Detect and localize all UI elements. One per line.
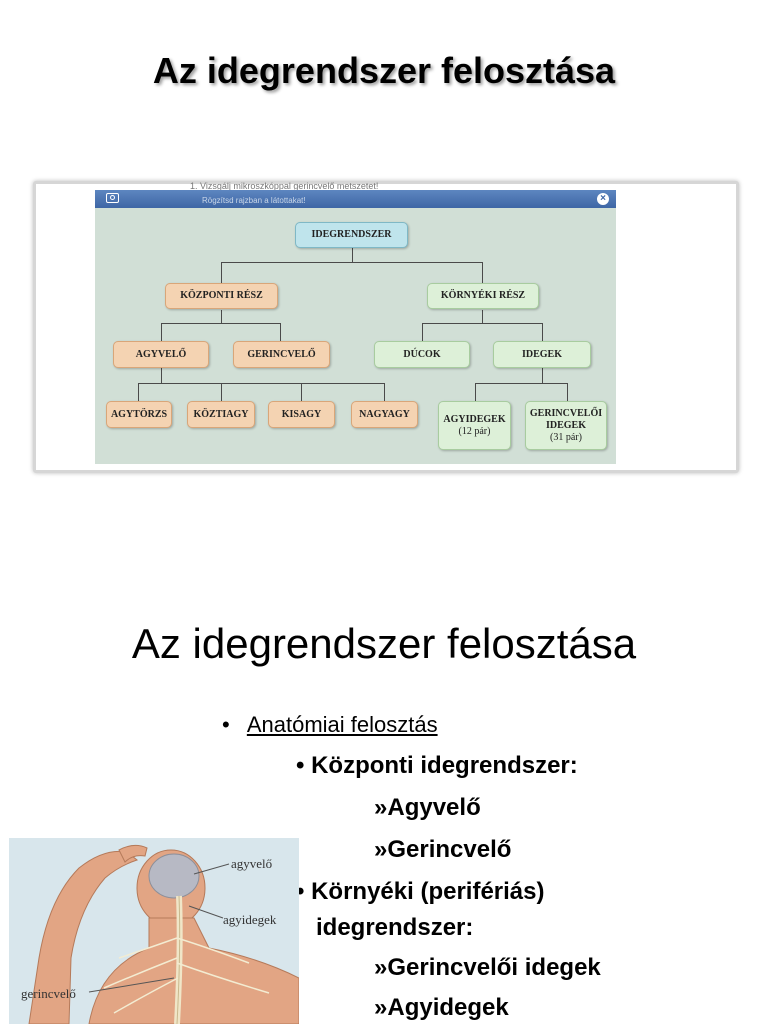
item-brain: »Agyvelő xyxy=(374,794,481,822)
node-spinal-cord: GERINCVELŐ xyxy=(233,341,330,368)
connector-line xyxy=(482,262,483,283)
connector-line xyxy=(475,383,476,401)
item-spinal-cord: »Gerincvelő xyxy=(374,836,511,864)
node-brain: AGYVELŐ xyxy=(113,341,209,368)
node-cranial-nerves-label: AGYIDEGEK xyxy=(443,413,506,425)
connector-line xyxy=(352,248,353,262)
node-spinal-nerves-label-2: IDEGEK xyxy=(545,419,586,431)
connector-line xyxy=(221,262,222,283)
node-diencephalon: KÖZTIAGY xyxy=(187,401,255,428)
node-peripheral-part: KÖRNYÉKI RÉSZ xyxy=(427,283,539,309)
faint-instruction-text-2: Rögzítsd rajzban a látottakat! xyxy=(202,196,306,205)
slide-title: Az idegrendszer felosztása xyxy=(152,50,616,91)
label-cranial-nerves: agyidegek xyxy=(223,912,277,927)
node-central-part: KÖZPONTI RÉSZ xyxy=(165,283,278,309)
item-spinal-nerves-text: Gerincvelői idegek xyxy=(387,954,601,981)
connector-line xyxy=(138,383,385,384)
node-spinal-nerves-count: (31 pár) xyxy=(550,431,582,443)
bullet-central-text: Központi idegrendszer: xyxy=(311,752,578,779)
connector-line xyxy=(482,310,483,323)
panel-title-bar: × xyxy=(95,190,616,208)
anatomy-illustration: agyvelő agyidegek gerincvelő xyxy=(9,838,299,1024)
connector-line xyxy=(280,323,281,341)
item-spinal-cord-text: Gerincvelő xyxy=(387,836,512,863)
connector-line xyxy=(221,310,222,323)
connector-line xyxy=(384,383,385,401)
connector-line xyxy=(422,323,543,324)
bullet-symbol: • xyxy=(296,878,305,905)
connector-line xyxy=(567,383,568,401)
close-icon[interactable]: × xyxy=(597,193,609,205)
node-cerebellum: KISAGY xyxy=(268,401,335,428)
item-brain-text: Agyvelő xyxy=(387,794,481,821)
human-figure-graphic xyxy=(28,844,299,1024)
item-cranial-nerves: »Agyidegek xyxy=(374,994,509,1022)
connector-line xyxy=(221,262,483,263)
node-cranial-nerves: AGYIDEGEK (12 pár) xyxy=(438,401,511,450)
node-cerebrum: NAGYAGY xyxy=(351,401,418,428)
bullet-symbol: • xyxy=(222,712,230,737)
bullet-symbol: • xyxy=(296,752,305,779)
node-ganglia: DÚCOK xyxy=(374,341,470,368)
item-cranial-nerves-text: Agyidegek xyxy=(387,994,509,1021)
sub-bullet-symbol: » xyxy=(374,994,388,1021)
connector-line xyxy=(475,383,568,384)
item-spinal-nerves: »Gerincvelői idegek xyxy=(374,954,601,982)
connector-line xyxy=(161,368,162,383)
bullet-anatomical: • Anatómiai felosztás xyxy=(222,712,438,738)
bullet-peripheral-cont: idegrendszer: xyxy=(316,914,474,941)
connector-line xyxy=(138,383,139,401)
sub-bullet-symbol: » xyxy=(374,954,388,981)
sub-bullet-symbol: » xyxy=(374,794,388,821)
connector-line xyxy=(422,323,423,341)
faint-instruction-text: 1. Vizsgálj mikroszkóppal gerincvelő met… xyxy=(190,181,379,191)
camera-icon[interactable] xyxy=(106,193,119,203)
connector-line xyxy=(161,323,162,341)
connector-line xyxy=(542,368,543,383)
connector-line xyxy=(301,383,302,401)
bullet-anatomical-text: Anatómiai felosztás xyxy=(246,712,438,737)
diagram-panel: × IDEGRENDSZER KÖZPONTI RÉSZ KÖRNYÉKI RÉ… xyxy=(95,190,616,464)
connector-line xyxy=(221,383,222,401)
label-spinal-cord: gerincvelő xyxy=(21,986,76,1001)
bullet-central: • Központi idegrendszer: xyxy=(296,752,578,780)
bullet-peripheral: • Környéki (perifériás) xyxy=(296,878,545,906)
node-nerves: IDEGEK xyxy=(493,341,591,368)
sub-bullet-symbol: » xyxy=(374,836,388,863)
slide2-title: Az idegrendszer felosztása xyxy=(131,620,637,667)
node-spinal-nerves: GERINCVELŐI IDEGEK (31 pár) xyxy=(525,401,607,450)
connector-line xyxy=(161,323,281,324)
node-brainstem: AGYTÖRZS xyxy=(106,401,172,428)
label-brain: agyvelő xyxy=(231,856,273,871)
bullet-peripheral-text-1: Környéki (perifériás) xyxy=(311,878,545,905)
connector-line xyxy=(542,323,543,341)
node-spinal-nerves-label-1: GERINCVELŐI xyxy=(529,407,603,419)
node-nervous-system: IDEGRENDSZER xyxy=(295,222,408,248)
node-cranial-nerves-count: (12 pár) xyxy=(458,425,491,437)
